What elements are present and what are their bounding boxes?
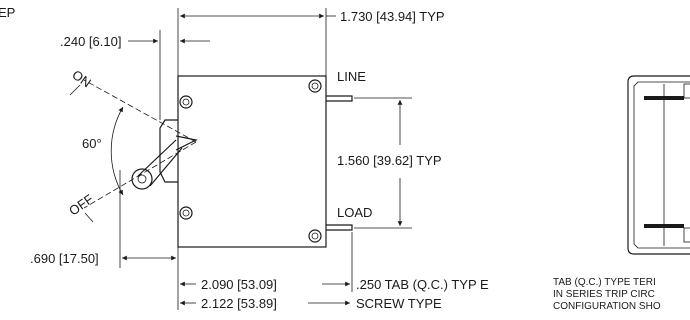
note-line-3: CONFIGURATION SHO <box>553 301 661 312</box>
partial-label: EP <box>0 5 15 20</box>
off-label: OFF <box>66 191 96 218</box>
note-line-2: IN SERIES TRIP CIRC <box>553 289 655 300</box>
toggle-handle <box>131 119 198 190</box>
line-label: LINE <box>337 69 366 84</box>
line-terminal-tab <box>326 95 353 102</box>
terminal-hole-load <box>308 229 322 243</box>
tab-type-label: .250 TAB (Q.C.) TYP E <box>356 277 489 292</box>
load-terminal-tab <box>326 224 353 231</box>
breaker-body <box>177 75 353 248</box>
angle-indicator <box>69 79 197 223</box>
side-view <box>627 75 690 255</box>
dimension-2090 <box>180 232 353 292</box>
dimension-1560 <box>354 97 412 229</box>
dim-1730-label: 1.730 [43.94] TYP <box>340 9 445 24</box>
mount-hole-top-left <box>179 95 193 109</box>
note-line-1: TAB (Q.C.) TYPE TERI <box>553 277 656 288</box>
load-label: LOAD <box>337 205 372 220</box>
dim-690-label: .690 [17.50] <box>30 251 99 266</box>
screw-type-label: SCREW TYPE <box>356 296 442 311</box>
dim-2090-label: 2.090 [53.09] <box>201 277 277 292</box>
dim-2122-label: 2.122 [53.89] <box>201 296 277 311</box>
dimension-240 <box>128 8 210 120</box>
terminal-hole-line <box>308 79 322 93</box>
angle-label: 60° <box>82 136 102 151</box>
dimension-690 <box>119 170 179 310</box>
on-label: ON <box>69 67 94 90</box>
dimension-1730 <box>180 8 336 76</box>
dim-240-label: .240 [6.10] <box>60 34 121 49</box>
dim-1560-label: 1.560 [39.62] TYP <box>337 153 442 168</box>
mount-hole-bottom-left <box>179 206 193 220</box>
